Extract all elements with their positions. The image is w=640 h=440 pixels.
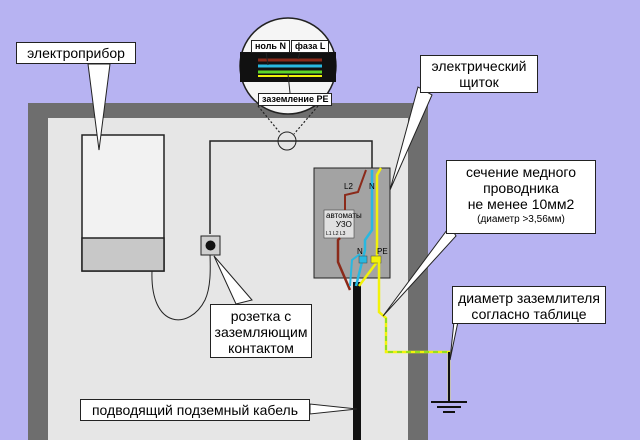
- rcd-terminal-label: L1 L2 L3: [326, 231, 346, 237]
- rcd-label-line1: автоматы: [326, 211, 362, 220]
- phase-wire-top: [344, 169, 367, 210]
- appliance-cord: [151, 251, 211, 321]
- neutral-terminal: [358, 255, 368, 264]
- main-cable: [353, 282, 361, 440]
- magnifier-anchor: [277, 131, 297, 151]
- conductor-label-line1: сечение медного: [465, 164, 576, 180]
- inset-label-ground: заземление PE: [258, 93, 333, 106]
- appliance-leader: [87, 63, 111, 151]
- inset-label-neutral: ноль N: [251, 40, 290, 53]
- panel-label-line2: щиток: [459, 74, 499, 90]
- rcd-label-line2: УЗО: [335, 220, 352, 229]
- inset-pointer-neutral: [265, 51, 269, 66]
- cable-label: подводящий подземный кабель: [91, 402, 299, 418]
- conductor-label-line2: проводника: [483, 180, 559, 196]
- inset-pointer-ground: [287, 73, 291, 94]
- socket-label-line3: контактом: [228, 340, 294, 356]
- conductor-label-line3: не менее 10мм2: [467, 196, 575, 212]
- appliance-label: электроприбор: [27, 45, 125, 61]
- conductor-label-line4: (диаметр >3,56мм): [477, 214, 565, 225]
- pe-wire: [358, 167, 383, 287]
- panel-label-n-top: N: [369, 182, 375, 191]
- electrode-label-line2: согласно таблице: [471, 306, 587, 322]
- electrode-label-line1: диаметр заземлителя: [458, 290, 600, 306]
- rcd-label: автоматы УЗО: [326, 211, 362, 229]
- inset-pointer-phase: [297, 51, 301, 60]
- appliance-callout: электроприбор: [16, 42, 136, 64]
- socket-leader: [213, 255, 253, 305]
- panel-callout: электрический щиток: [420, 55, 538, 93]
- socket-label-line2: заземляющим: [214, 324, 308, 340]
- grounding-conductor-green: [385, 318, 449, 353]
- panel-label-l2: L2: [344, 182, 353, 191]
- rcd-block: [323, 209, 355, 239]
- socket-label-line1: розетка с: [230, 308, 292, 324]
- neutral-wire-2: [349, 253, 361, 287]
- inset-label-phase: фаза L: [291, 40, 330, 53]
- electrode-callout: диаметр заземлителя согласно таблице: [452, 286, 606, 324]
- socket-wiring: [209, 140, 373, 234]
- pe-terminal: [370, 255, 382, 264]
- socket-callout: розетка с заземляющим контактом: [210, 304, 312, 358]
- panel-label-n-bottom: N: [357, 247, 363, 256]
- appliance-bottom-panel: [81, 237, 165, 272]
- cable-callout: подводящий подземный кабель: [80, 399, 310, 421]
- socket-hole: [205, 240, 216, 251]
- cable-leader: [309, 403, 358, 415]
- panel-label-pe: PE: [377, 247, 388, 256]
- phase-wire: [336, 237, 352, 291]
- panel-label-line1: электрический: [431, 58, 527, 74]
- conductor-callout: сечение медного проводника не менее 10мм…: [446, 160, 596, 234]
